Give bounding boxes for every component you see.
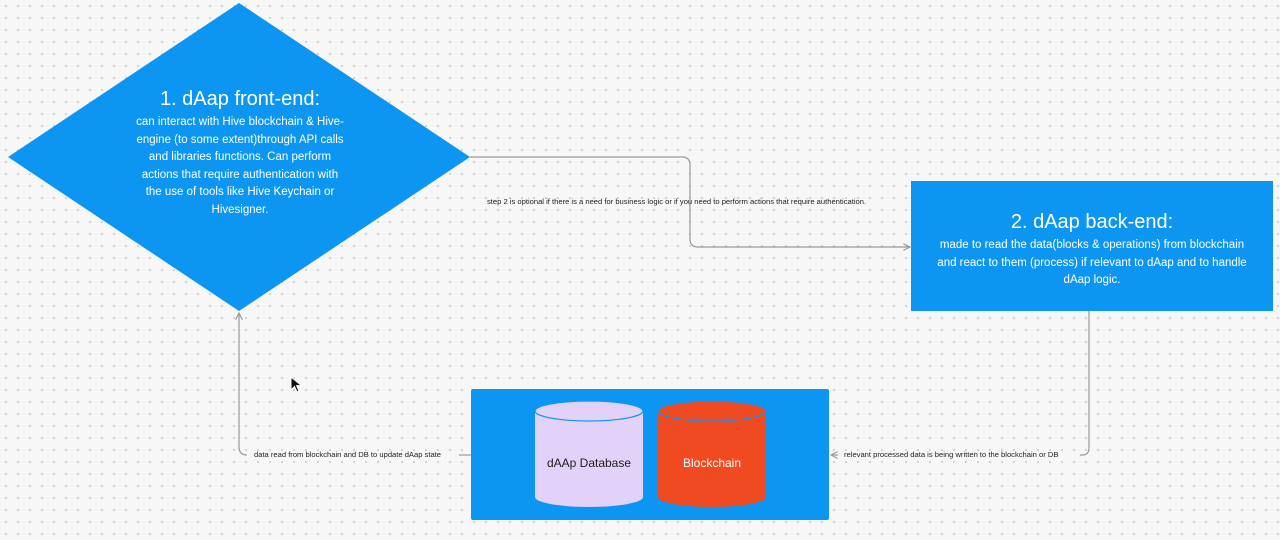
frontend-description: can interact with Hive blockchain & Hive…	[112, 114, 368, 219]
backend-line: dAap logic.	[1063, 274, 1121, 286]
backend-line: and react to them (process) if relevant …	[937, 256, 1247, 269]
blockchain-cylinder-shape	[657, 400, 767, 507]
database-cylinder-shape	[534, 400, 644, 507]
connector-storage-to-frontend[interactable]	[239, 313, 248, 456]
frontend-diamond[interactable]	[8, 3, 470, 311]
backend-title: 2. dAap back-end:	[1010, 211, 1174, 233]
frontend-line: engine (to some extent)through API calls	[136, 133, 344, 146]
backend-description: made to read the data(blocks & operation…	[911, 237, 1273, 290]
connector-backend-to-storage[interactable]	[1080, 311, 1090, 456]
blockchain-cylinder[interactable]: Blockchain	[657, 400, 767, 508]
mouse-cursor-icon	[290, 376, 303, 393]
database-label: dAAp Database	[546, 456, 632, 470]
frontend-line: and libraries functions. Can perform	[148, 151, 332, 163]
backend-line: made to read the data(blocks & operation…	[939, 239, 1245, 251]
blockchain-label: Blockchain	[682, 456, 742, 470]
frontend-line: the use of tools like Hive Keychain or	[145, 186, 335, 198]
frontend-title: 1. dAap front-end:	[159, 88, 321, 110]
frontend-line: actions that require authentication with	[141, 168, 339, 181]
storage-node[interactable]: dAAp Database Blockchain	[471, 389, 829, 520]
frontend-line: Hivesigner.	[211, 203, 269, 216]
backend-node[interactable]: 2. dAap back-end: made to read the data(…	[911, 181, 1273, 311]
frontend-node-text: 1. dAap front-end: can interact with Hiv…	[112, 86, 368, 219]
edge-label-optional-step: step 2 is optional if there is a need fo…	[487, 197, 867, 206]
edge-label-read-back: data read from blockchain and DB to upda…	[254, 450, 442, 459]
connector-frontend-to-backend[interactable]	[470, 156, 910, 247]
edge-label-written-back: relevant processed data is being written…	[844, 450, 1059, 459]
database-cylinder[interactable]: dAAp Database	[534, 400, 644, 508]
frontend-line: can interact with Hive blockchain & Hive…	[136, 116, 344, 128]
